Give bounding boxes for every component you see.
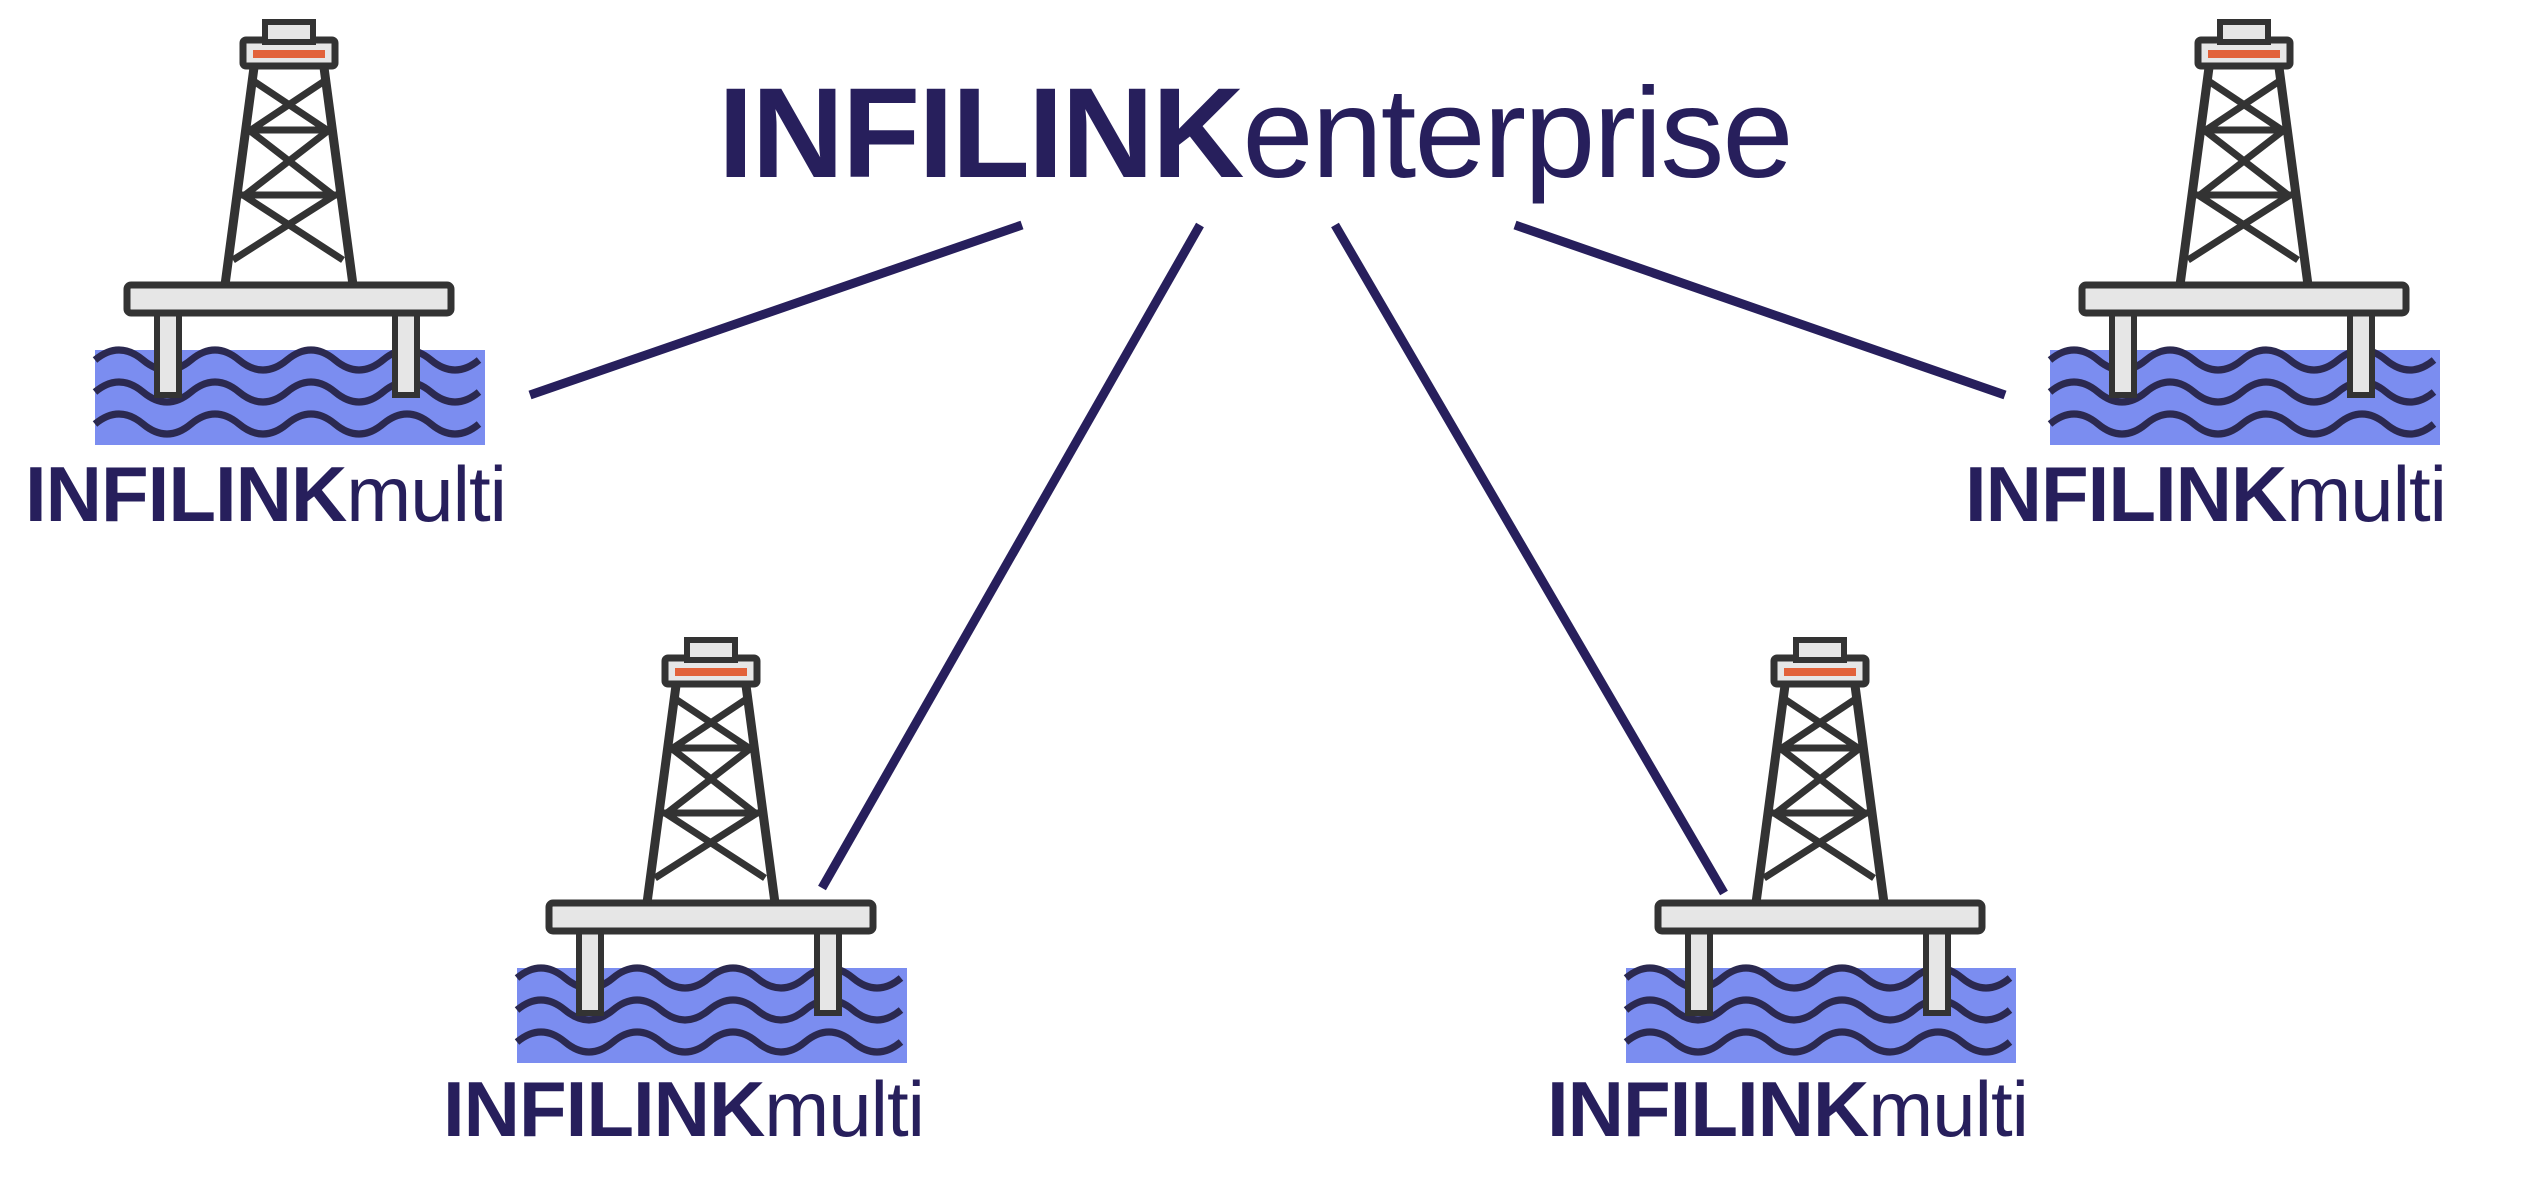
connector-line-1 [528,220,1024,400]
node-name-bold: INFILINK [1547,1065,1869,1153]
node-name-bold: INFILINK [443,1065,765,1153]
hub-label: INFILINKenterprise [718,70,1794,198]
offshore-oil-rig-icon [95,22,485,445]
connector-line-4 [1331,222,1728,896]
offshore-oil-rig-icon [517,640,907,1063]
hub-name-bold: INFILINK [718,62,1244,205]
offshore-oil-rig-icon [2050,22,2440,445]
node-label-bottom-right: INFILINKmulti [1547,1070,2029,1148]
hub-name-light: enterprise [1242,62,1793,205]
node-label-top-right: INFILINKmulti [1965,455,2447,533]
connector-line-2 [1513,220,2007,400]
node-label-top-left: INFILINKmulti [25,455,507,533]
node-name-bold: INFILINK [1965,450,2287,538]
offshore-oil-rig-icon [1626,640,2016,1063]
node-label-bottom-left: INFILINKmulti [443,1070,925,1148]
node-name-bold: INFILINK [25,450,347,538]
node-name-light: multi [1868,1065,2029,1153]
node-name-light: multi [346,450,507,538]
connector-line-3 [818,222,1204,891]
node-name-light: multi [2286,450,2447,538]
node-name-light: multi [764,1065,925,1153]
